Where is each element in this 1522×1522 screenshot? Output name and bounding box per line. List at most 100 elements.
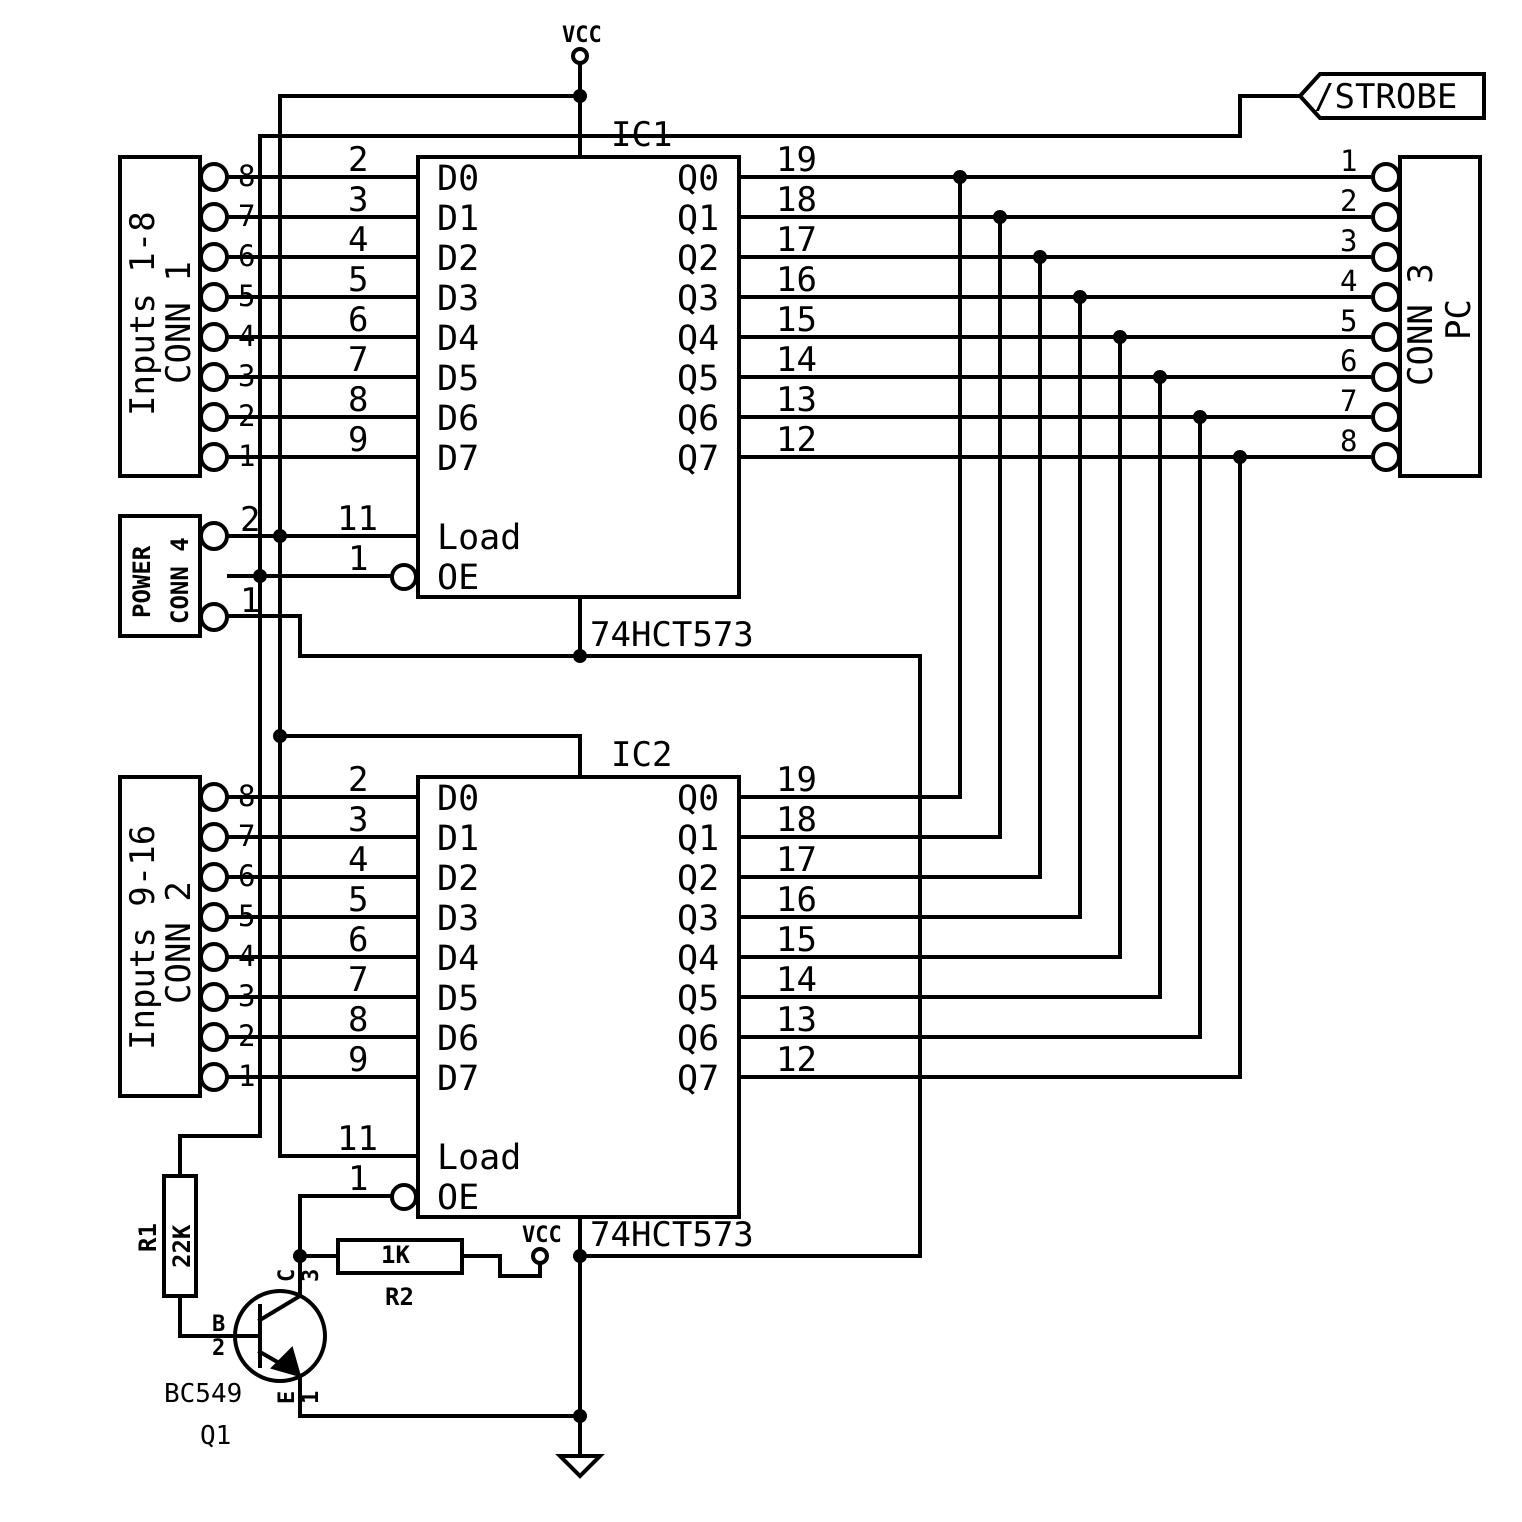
r1-ref: R1 [134,1223,162,1252]
conn4-pin-label-2: 2 [240,500,260,540]
junction-7 [573,1409,587,1423]
junction-6 [573,1249,587,1263]
conn4-title: POWER [128,545,156,618]
conn1-pin-1 [199,442,229,472]
ic2-d5-pin: 7 [348,960,368,1000]
ic2-q1-name: Q1 [677,819,719,859]
conn3-pin-label-6: 6 [1340,344,1357,378]
ic2-q6-name: Q6 [677,1019,719,1059]
ic2-q5-wire [737,375,1162,999]
ic2-d5-name: D5 [437,979,479,1019]
ic1-oe-name: OE [437,558,479,598]
junction-q7 [1233,450,1247,464]
conn3-pin-label-7: 7 [1340,384,1357,418]
ic2-d3-pin: 5 [348,880,368,920]
ic2-q1-pin: 18 [776,800,817,840]
ic1-q0-name: Q0 [677,159,719,199]
ic2-q2-pin: 17 [776,840,817,880]
ic2-d0-pin: 2 [348,760,368,800]
conn4: POWER CONN 4 2 1 [118,500,260,638]
conn2-pin-label-8: 8 [238,779,255,813]
ic2-body [416,775,741,1219]
ic2-q6-wire [737,415,1202,1039]
ic2-oe-bubble [390,1183,418,1211]
conn1-pin-label-8: 8 [238,159,255,193]
conn1-pin-label-6: 6 [238,239,255,273]
conn2-pin-label-5: 5 [238,899,255,933]
conn1-title: Inputs 1-8 [123,211,163,416]
ic1-load-pin: 11 [337,499,378,539]
junction-q6 [1193,410,1207,424]
conn2-pin-label-2: 2 [238,1019,255,1053]
q1-b-pin: 2 [212,1336,225,1361]
conn2-pin-label-4: 4 [238,939,255,973]
vcc-label-top: VCC [562,23,602,48]
conn1-pin-label-3: 3 [238,359,255,393]
ic1-d4-name: D4 [437,319,479,359]
conn1-pin-4 [199,322,229,352]
conn3-pin-7 [1371,402,1401,432]
ic1-q2-name: Q2 [677,239,719,279]
conn3-pin-label-8: 8 [1340,424,1357,458]
ic2-q1-wire [737,215,1002,839]
conn3-pin-label-1: 1 [1340,144,1357,178]
ic2-d2-pin: 4 [348,840,368,880]
conn2-body [118,775,202,1098]
ic2-q4-name: Q4 [677,939,719,979]
conn3-pin-6 [1371,362,1401,392]
conn1-pin-label-2: 2 [238,399,255,433]
ic2-d2-name: D2 [437,859,479,899]
conn1-pin-6 [199,242,229,272]
q1-c-pin: 3 [299,1269,324,1282]
conn4-ref: CONN 4 [166,537,194,624]
q1-emitter-arrow-icon [270,1346,302,1378]
ic1-d3-name: D3 [437,279,479,319]
ic2-load-pin: 11 [337,1119,378,1159]
conn3-title: PC [1439,299,1479,340]
conn1-pin-7 [199,202,229,232]
ic1-oe-bubble [390,563,418,591]
conn2-pin-3 [199,982,229,1012]
ic1-d2-pin: 4 [348,220,368,260]
strobe-text: /STROBE [1314,77,1457,117]
ic2-d7-pin: 9 [348,1040,368,1080]
conn3-pin-4 [1371,282,1401,312]
conn1-body [118,155,202,478]
conn2-pin-8 [199,782,229,812]
ic1-q3-pin: 16 [776,260,817,300]
ic2-d7-name: D7 [437,1059,479,1099]
ic1-q1-pin: 18 [776,180,817,220]
ic2-q3-pin: 16 [776,880,817,920]
conn4-pin-2 [199,521,229,551]
ic2-load-name: Load [437,1138,521,1178]
ic2-q7-name: Q7 [677,1059,719,1099]
ic1-q7-name: Q7 [677,439,719,479]
ic2-q2-name: Q2 [677,859,719,899]
ic2-d4-name: D4 [437,939,479,979]
conn3-pin-label-4: 4 [1340,264,1357,298]
r1-value: 22K [168,1224,196,1268]
ic2-q0-pin: 19 [776,760,817,800]
q1-part: BC549 [164,1379,242,1409]
junction-1 [273,529,287,543]
junction-5 [293,1249,307,1263]
ic2-q0-wire [737,175,962,799]
ic1-d0-pin: 2 [348,140,368,180]
conn1-pin-label-7: 7 [238,199,255,233]
conn2-pin-2 [199,1022,229,1052]
junction-2 [253,569,267,583]
ic2-q4-pin: 15 [776,920,817,960]
junction-q0 [953,170,967,184]
conn3-body [1398,155,1482,478]
ic1-q3-name: Q3 [677,279,719,319]
conn3-pin-1 [1371,162,1401,192]
resistor-r1: 22K R1 [134,1174,198,1298]
q1-b-label: B [212,1312,225,1337]
ic1-q7-pin: 12 [776,420,817,460]
ic1-part: 74HCT573 [590,615,754,655]
ic1-d6-pin: 8 [348,380,368,420]
conn2-pin-label-7: 7 [238,819,255,853]
